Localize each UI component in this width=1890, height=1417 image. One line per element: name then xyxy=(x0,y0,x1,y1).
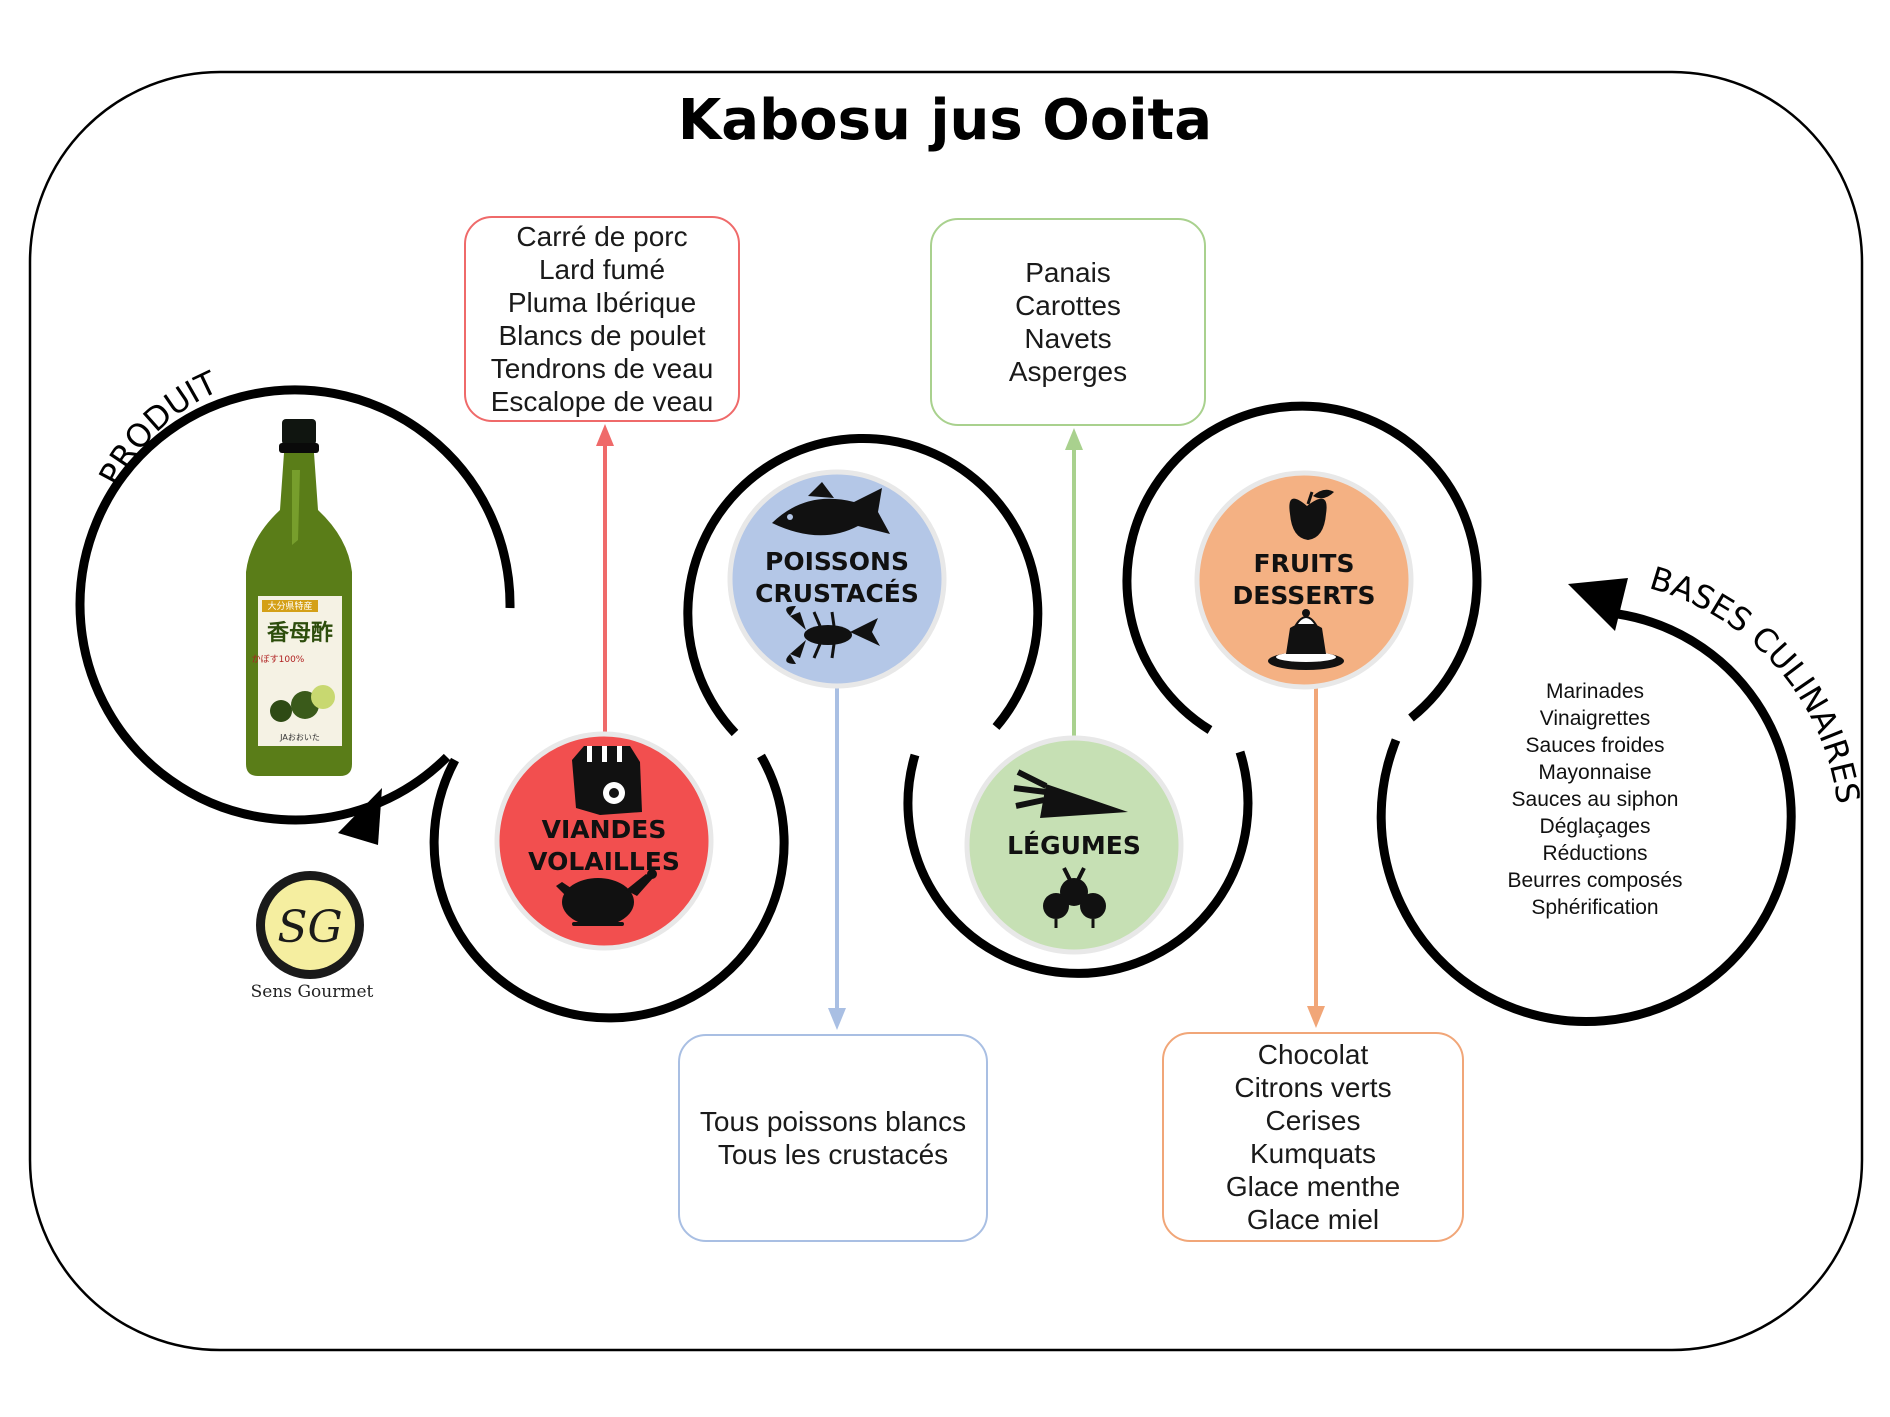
legumes-label-line1: LÉGUMES xyxy=(1007,831,1141,860)
fruits-item: Glace menthe xyxy=(1225,1171,1401,1202)
viandes-loop xyxy=(429,753,789,1023)
viandes-label: VIANDES VOLAILLES xyxy=(504,814,704,878)
brand-name: Sens Gourmet xyxy=(250,982,374,1002)
bottle-label-main: 香母酢 xyxy=(267,621,333,646)
viandes-label-line1: VIANDES xyxy=(541,815,667,844)
fruits-loop xyxy=(1122,401,1482,734)
viandes-item: Lard fumé xyxy=(538,254,666,285)
poissons-item: Tous les crustacés xyxy=(717,1139,949,1170)
turnip-icon xyxy=(1043,867,1106,928)
legumes-item: Carottes xyxy=(1015,290,1121,321)
poissons-connector-arrowhead xyxy=(828,1008,846,1030)
produit-circle xyxy=(75,385,515,825)
legumes-item: Asperges xyxy=(1008,356,1128,387)
legumes-loop xyxy=(903,750,1253,978)
fruits-item: Citrons verts xyxy=(1234,1072,1392,1103)
poissons-label-line1: POISSONS xyxy=(765,547,909,576)
produit-arrowhead xyxy=(338,788,382,845)
fruits-connector-arrowhead xyxy=(1307,1006,1325,1028)
viandes-item: Tendrons de veau xyxy=(490,353,714,384)
fruits-label-line1: FRUITS xyxy=(1253,549,1355,578)
bases-item: Sauces au siphon xyxy=(1511,788,1679,811)
carrot-icon xyxy=(1013,769,1128,818)
bases-item: Marinades xyxy=(1545,680,1645,703)
fruits-item: Kumquats xyxy=(1249,1138,1377,1169)
bases-item: Déglaçages xyxy=(1539,815,1651,838)
fruits-node xyxy=(1194,470,1414,690)
viandes-label-line2: VOLAILLES xyxy=(528,847,680,876)
rack-of-lamb-icon xyxy=(572,746,642,815)
viandes-connector-arrowhead xyxy=(596,424,614,446)
bases-culinaires-list: Marinades Vinaigrettes Sauces froides Ma… xyxy=(1480,678,1710,921)
legumes-label: LÉGUMES xyxy=(974,830,1174,862)
poissons-loop xyxy=(683,434,1043,737)
lobster-icon xyxy=(786,606,880,664)
viandes-item: Carré de porc xyxy=(516,221,688,252)
fruits-label-line2: DESSERTS xyxy=(1232,581,1376,610)
bottle-label-bottom: JAおおいた xyxy=(279,733,320,742)
outer-frame xyxy=(28,70,1864,1352)
page-title: Kabosu jus Ooita xyxy=(677,88,1213,153)
kabosu-bottle-image: 大分県特産 香母酢 かぼす100% JAおおいた xyxy=(246,419,352,776)
fish-icon xyxy=(772,482,890,536)
fruits-item: Chocolat xyxy=(1257,1039,1369,1070)
legumes-item: Navets xyxy=(1024,323,1112,354)
bases-item: Mayonnaise xyxy=(1538,761,1652,784)
bottle-label-top: 大分県特産 xyxy=(267,600,312,612)
viandes-item: Pluma Ibérique xyxy=(507,287,697,318)
fruits-item: Cerises xyxy=(1265,1105,1361,1136)
brand-monogram: SG xyxy=(277,902,342,953)
bases-item: Sphérification xyxy=(1531,896,1659,919)
viandes-node xyxy=(494,731,714,951)
bases-item: Réductions xyxy=(1542,842,1648,865)
bases-circle xyxy=(1376,609,1796,1026)
fruits-box: Chocolat Citrons verts Cerises Kumquats … xyxy=(1162,1032,1464,1242)
legumes-box: Panais Carottes Navets Asperges xyxy=(930,218,1206,426)
viandes-item: Blancs de poulet xyxy=(498,320,706,351)
viandes-box: Carré de porc Lard fumé Pluma Ibérique B… xyxy=(464,216,740,422)
fruits-label: FRUITS DESSERTS xyxy=(1204,548,1404,612)
poissons-label-line2: CRUSTACÉS xyxy=(755,579,919,608)
bases-arrowhead xyxy=(1568,578,1628,631)
bases-item: Sauces froides xyxy=(1525,734,1665,757)
bottle-label-badge: かぼす100% xyxy=(252,654,305,665)
legumes-connector-arrowhead xyxy=(1065,428,1083,450)
poissons-label: POISSONS CRUSTACÉS xyxy=(737,546,937,610)
legumes-item: Panais xyxy=(1025,257,1111,288)
roast-chicken-icon xyxy=(556,869,657,926)
poissons-box: Tous poissons blancs Tous les crustacés xyxy=(678,1034,988,1242)
apple-icon xyxy=(1289,489,1334,540)
sens-gourmet-logo: SG xyxy=(256,871,364,979)
bases-item: Beurres composés xyxy=(1507,869,1683,892)
dessert-icon xyxy=(1268,609,1344,670)
poissons-item: Tous poissons blancs xyxy=(699,1106,967,1137)
viandes-item: Escalope de veau xyxy=(490,386,714,417)
bases-item: Vinaigrettes xyxy=(1539,707,1651,730)
produit-label: PRODUIT xyxy=(91,363,223,491)
fruits-item: Glace miel xyxy=(1246,1204,1380,1235)
